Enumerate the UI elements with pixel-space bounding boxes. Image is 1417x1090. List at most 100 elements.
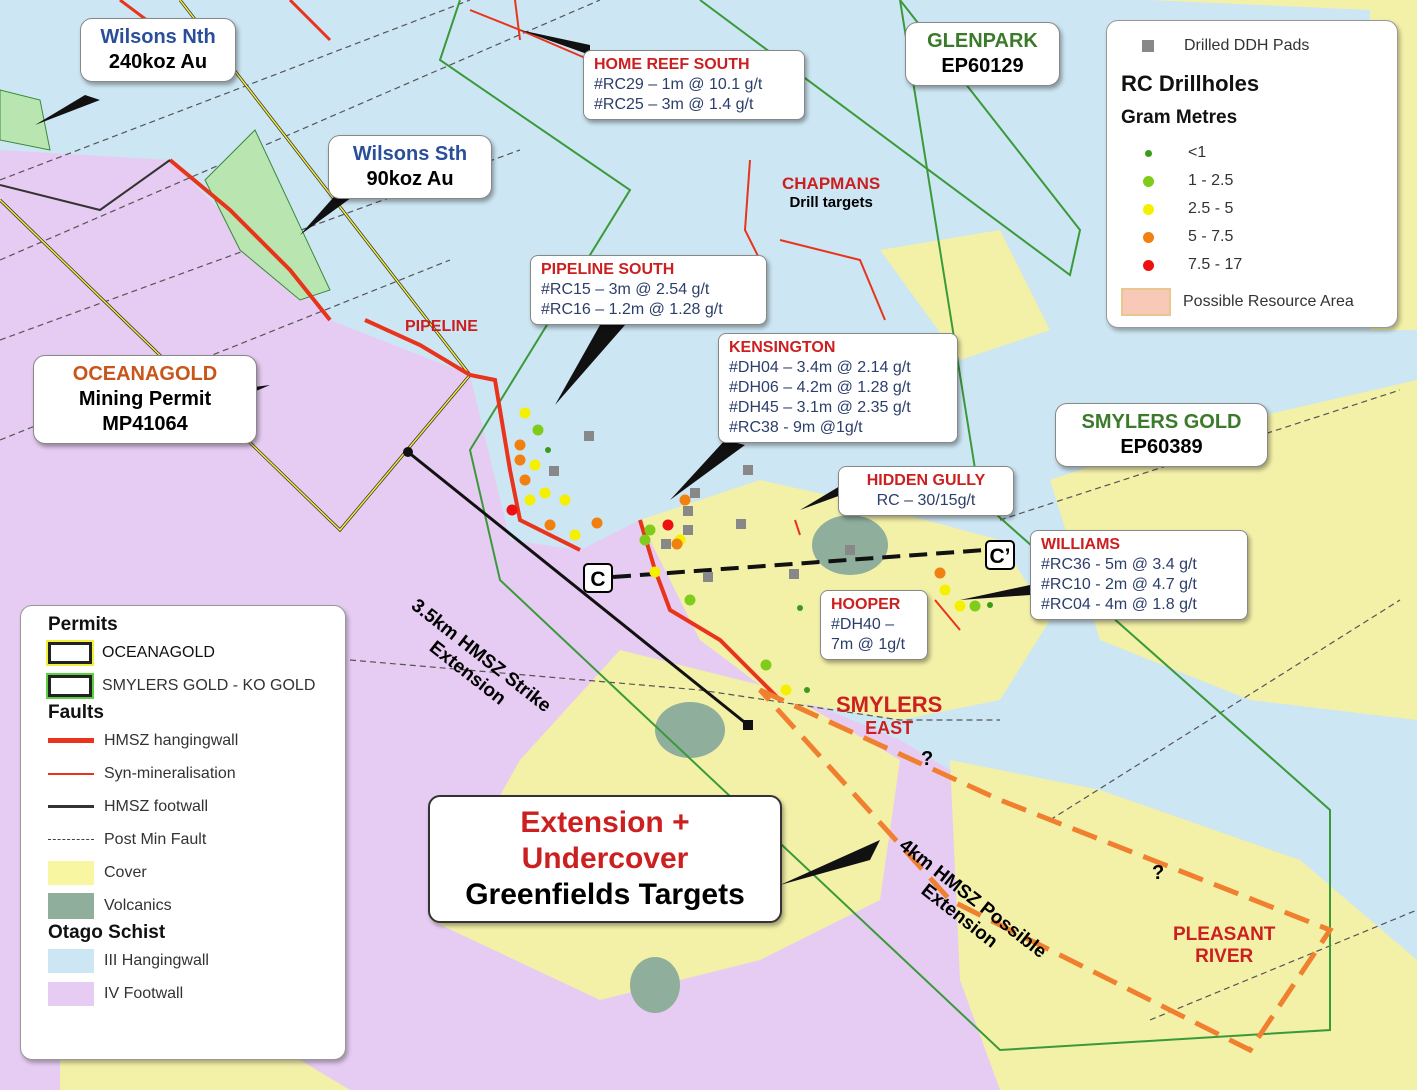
callout-title: HOME REEF SOUTH [594,56,750,73]
legend-row: SMYLERS GOLD - KO GOLD [48,669,345,702]
callout-value: EP60129 [941,55,1024,77]
rc-drillhole [644,524,656,536]
rc-drillhole [780,684,792,696]
dot-icon [1142,203,1154,215]
rc-drillhole [519,407,531,419]
rc-drillhole [514,454,526,466]
callout-value: 240koz Au [108,51,208,73]
legend-label: Post Min Fault [104,830,207,848]
legend-row: Post Min Fault [48,823,345,856]
legend-label: Cover [104,863,147,881]
callout-title: GLENPARK [927,30,1038,52]
label-text: EAST [865,718,914,738]
callout-glenpark: GLENPARK EP60129 [905,22,1060,86]
callout-smylers-gold: SMYLERS GOLD EP60389 [1055,403,1268,467]
callout-line: #DH04 – 3.4m @ 2.14 g/t [729,359,911,376]
ddh-pad [703,572,713,582]
legend-heading: Permits [48,614,118,635]
rc-drillhole [649,566,661,578]
strike-extension-line [407,450,749,727]
callout-line: #RC16 – 1.2m @ 1.28 g/t [541,301,723,318]
legend-label: 1 - 2.5 [1188,172,1234,189]
legend-row: OCEANAGOLD [48,636,345,669]
rc-drillhole [544,519,556,531]
legend-heading: Faults [48,702,104,723]
rc-drillholes [506,407,993,696]
possible-resource-area [758,687,1334,1054]
legend-row: III Hangingwall [48,944,345,977]
legend-heading: Otago Schist [48,922,166,943]
ddh-pad [584,431,594,441]
cross-section-line [612,548,986,579]
hmsz-fw-swatch [48,805,94,808]
fw-swatch [48,981,94,1006]
callout-line: RC – 30/15g/t [876,492,976,509]
legend-label: HMSZ footwall [104,797,209,815]
callout-hooper: HOOPER #DH40 – 7m @ 1g/t [820,590,928,660]
callout-line: #RC15 – 3m @ 2.54 g/t [541,281,710,298]
legend-ddh: Drilled DDH Pads [1142,29,1309,62]
callout-wilsons-sth: Wilsons Sth 90koz Au [328,135,492,199]
legend-row: HMSZ hangingwall [48,724,345,757]
callout-home-reef-south: HOME REEF SOUTH #RC29 – 1m @ 10.1 g/t #R… [583,50,805,120]
callout-line: #RC25 – 3m @ 1.4 g/t [594,96,754,113]
callout-title: Wilsons Sth [352,143,468,165]
legend-resource: Possible Resource Area [1121,285,1354,318]
rc-drillhole [934,567,946,579]
dot-icon [1142,231,1154,243]
legend-label: 5 - 7.5 [1188,228,1234,245]
legend-geology: Permits OCEANAGOLD SMYLERS GOLD - KO GOL… [20,605,346,1060]
glenpark-permit-outline [699,0,1082,277]
label-pipeline: PIPELINE [405,318,478,335]
dot-icon [1142,259,1154,271]
rc-drillhole [662,519,674,531]
callout-line: #DH06 – 4.2m @ 1.28 g/t [729,379,911,396]
callout-pipeline-south: PIPELINE SOUTH #RC15 – 3m @ 2.54 g/t #RC… [530,255,767,325]
label-question: ? [921,748,934,770]
callout-title: WILLIAMS [1041,536,1121,553]
rc-drillhole [532,424,544,436]
rc-drillhole [671,538,683,550]
legend-label: Drilled DDH Pads [1184,36,1310,54]
label-text: CHAPMANS [782,174,881,193]
ddh-pad [789,569,799,579]
callout-title: HOOPER [831,596,901,613]
label-text: SMYLERS [836,692,943,717]
callout-title: KENSINGTON [729,339,836,356]
cover-swatch [48,860,94,885]
ddh-pad [683,525,693,535]
resource-swatch [1121,287,1171,316]
callout-line: #DH40 – [831,616,895,633]
rc-drillhole [559,494,571,506]
callout-line: 7m @ 1g/t [831,636,906,653]
ddh-pad [549,466,559,476]
rc-drillhole [679,494,691,506]
dot-icon [1144,149,1152,157]
legend-label: 2.5 - 5 [1188,200,1234,217]
callout-title: SMYLERS GOLD [1081,411,1242,433]
callout-line: Greenfields Targets [465,878,745,911]
callout-title: OCEANAGOLD [72,363,218,385]
ocg-swatch [48,641,92,664]
rc-drillhole [954,600,966,612]
resource-hatch [0,89,331,301]
callout-value: EP60389 [1120,436,1203,458]
legend-row: Syn-mineralisation [48,757,345,790]
legend-label: OCEANAGOLD [102,643,215,661]
legend-title: RC Drillholes [1121,71,1260,96]
callout-line: Undercover [521,842,689,875]
callout-extension: Extension + Undercover Greenfields Targe… [428,795,782,923]
callout-line: Mining Permit [78,388,212,410]
ddh-pads [549,431,855,582]
rc-drillhole [639,534,651,546]
ddh-pad [661,539,671,549]
rc-drillhole [524,494,536,506]
legend-drillholes: Drilled DDH Pads RC Drillholes Gram Metr… [1106,20,1398,328]
legend-row: Volcanics [48,889,345,922]
rc-drillhole [987,602,993,608]
legend-label: III Hangingwall [104,951,209,969]
callout-line: #RC36 - 5m @ 3.4 g/t [1041,556,1197,573]
label-question: ? [1152,862,1165,884]
